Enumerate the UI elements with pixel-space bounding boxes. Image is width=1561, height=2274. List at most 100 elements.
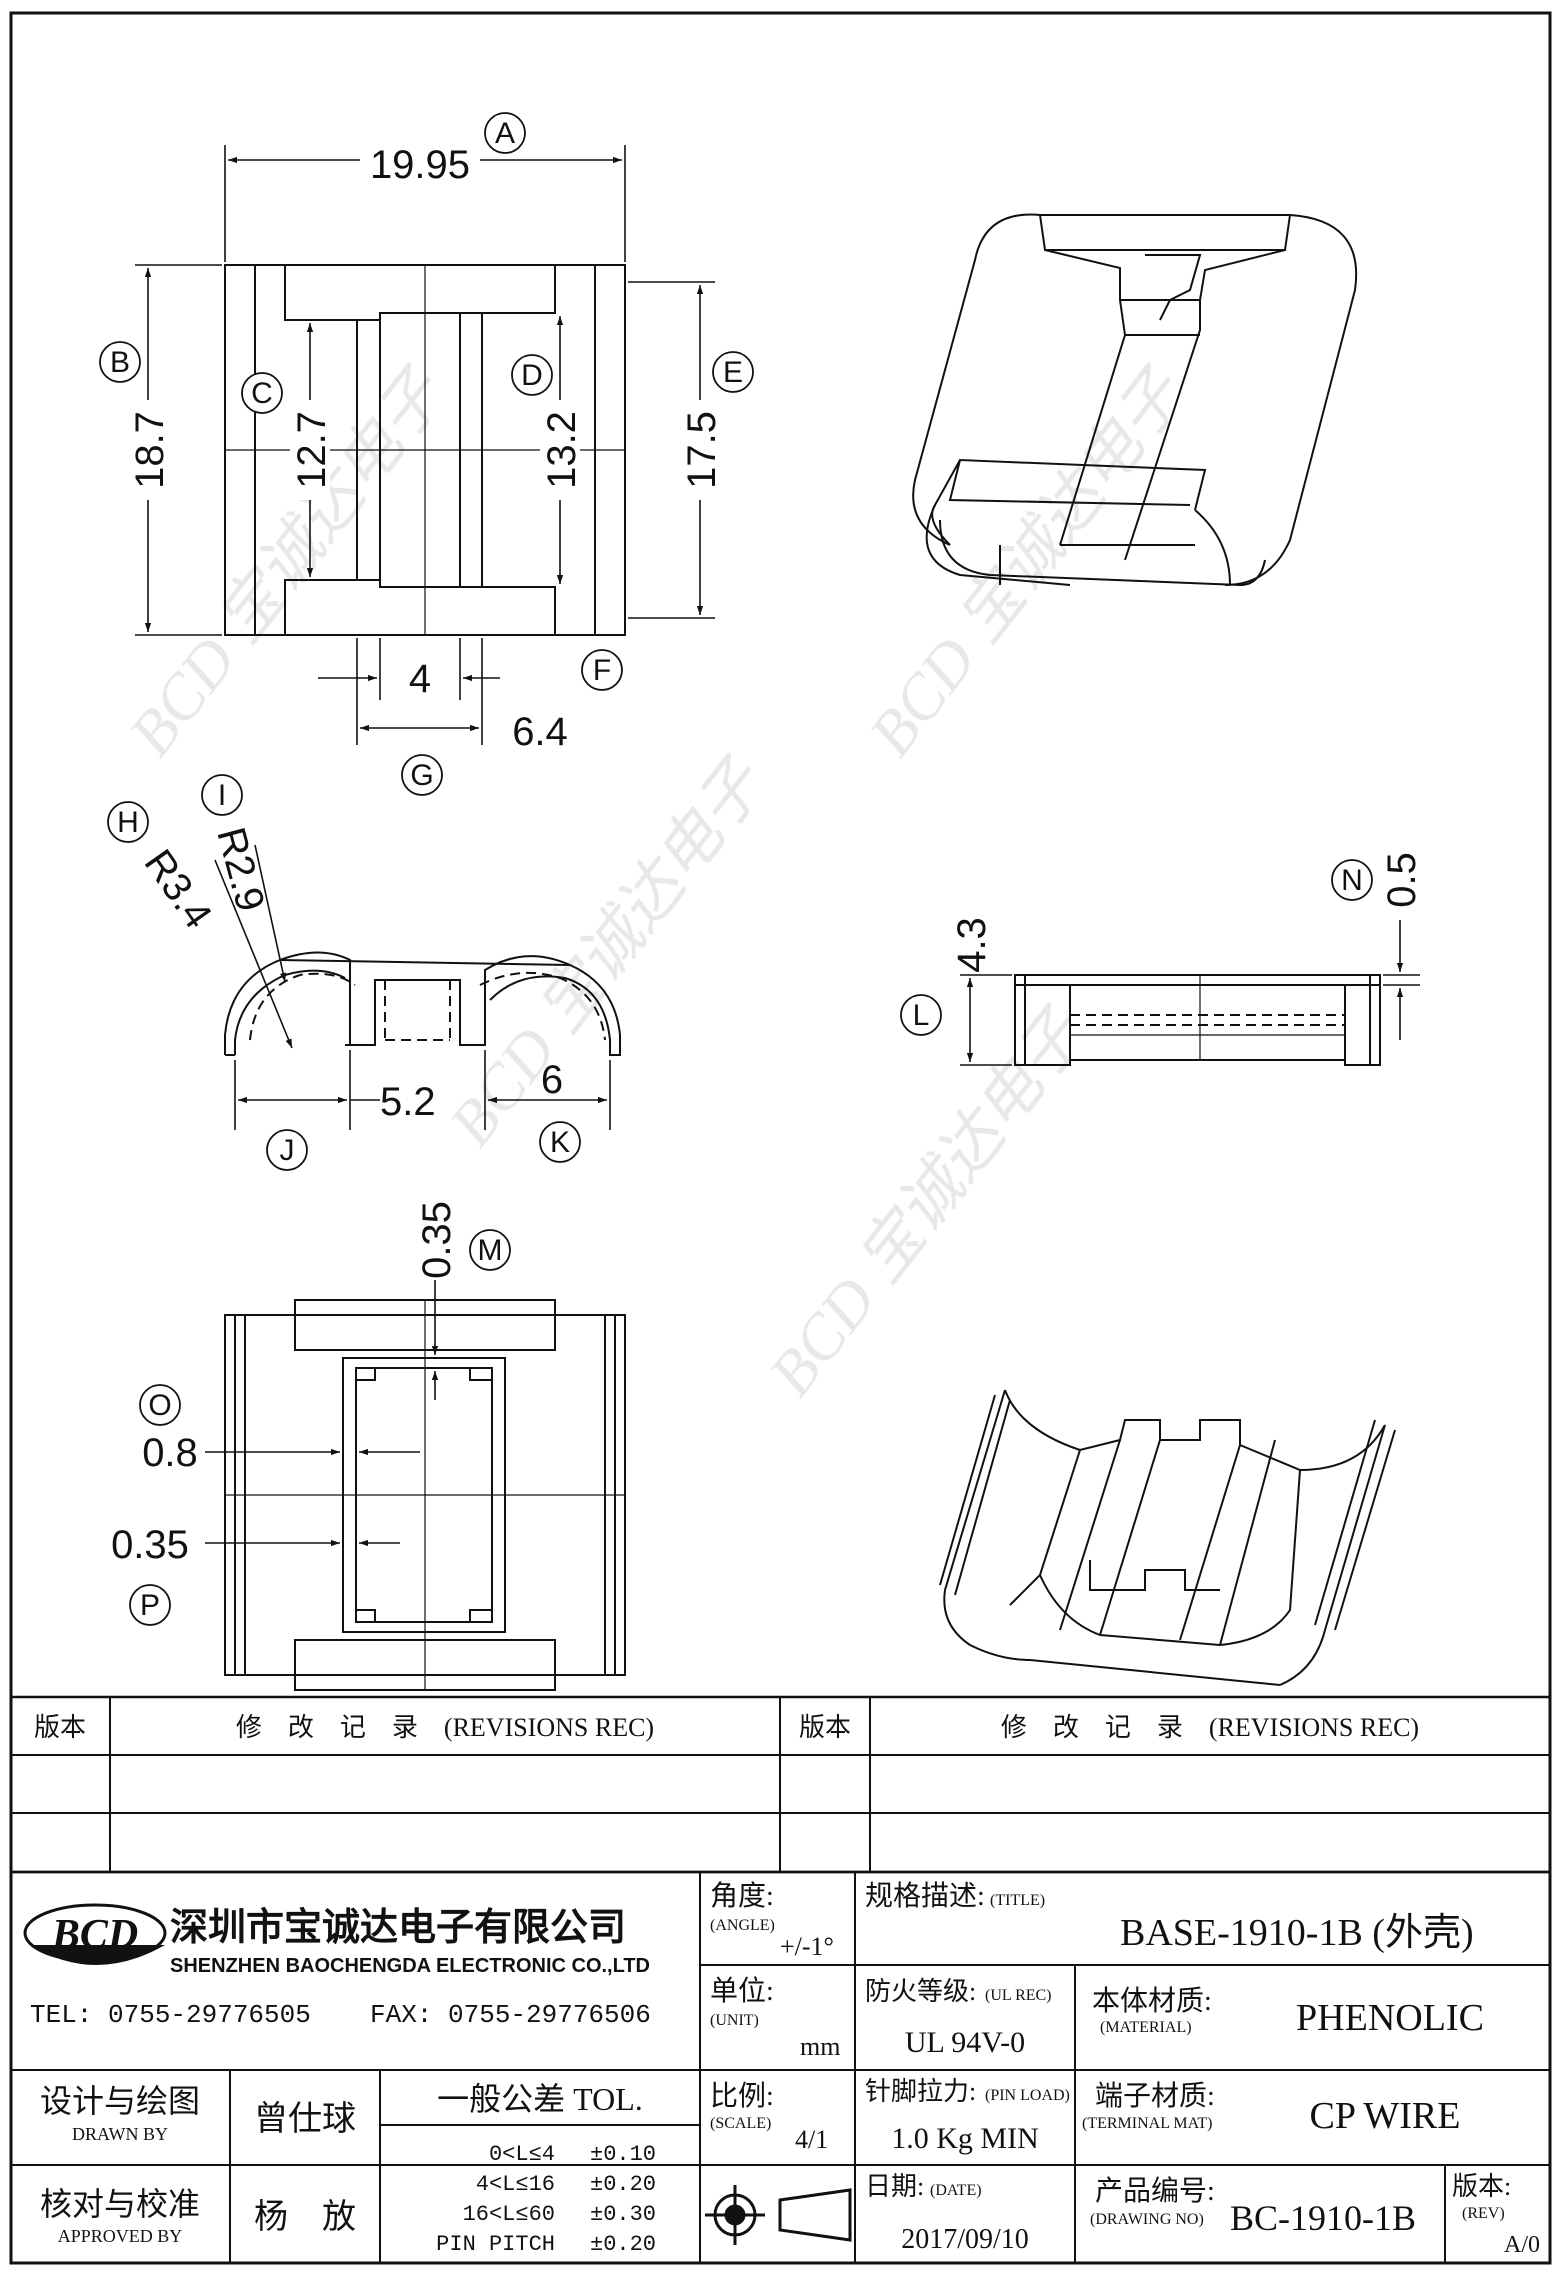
tol-value-4: ±0.20 [590,2232,656,2257]
dim-i-value: R2.9 [208,823,272,916]
company-logo: BCD [23,1903,167,1965]
iso-bottom-right-wall [1279,1419,1396,1686]
material-label-en: (MATERIAL) [1100,2019,1192,2036]
top-view [224,264,626,636]
fire-label-en: (UL REC) [985,1987,1052,2004]
balloon-b: B [110,346,130,379]
company-fax: FAX: 0755-29776506 [370,2000,651,2030]
company-name-cn: 深圳市宝诚达电子有限公司 [170,1907,626,1949]
pin-label: 针脚拉力: [865,2077,976,2106]
scale-label: 比例: [710,2080,774,2112]
top-view-balloons: A B C D E F G [99,112,754,796]
angle-label: 角度: [710,1880,774,1912]
watermark-layer: BCD 宝诚达电子 BCD 宝诚达电子 BCD 宝诚达电子 BCD 宝诚达电子 [115,356,1199,1409]
rev-label-en: (REV) [1462,2205,1505,2222]
fire-value: UL 94V-0 [905,2026,1025,2059]
designer-label: 设计与绘图 [40,2083,200,2119]
tol-range-3: 16<L≤60 [463,2202,555,2227]
terminal-value: CP WIRE [1310,2095,1461,2137]
scale-value: 4/1 [795,2125,828,2154]
rev-col-version-left: 版本 [34,1713,86,1742]
pin-label-en: (PIN LOAD) [985,2087,1070,2104]
iso-view-bottom [939,1389,1396,1686]
dim-h-value: R3.4 [136,842,221,936]
balloon-m: M [478,1234,503,1267]
rev-col-record-left: 修 改 记 录 (REVISIONS REC) [236,1713,654,1742]
side-view [1014,974,1381,1066]
balloon-g: G [410,759,433,792]
dim-f-value: 4 [409,657,431,701]
bottom-view-balloons: M O P [129,1229,511,1626]
designer-label-en: DRAWN BY [72,2124,168,2144]
front-view-balloons: H I J K [107,774,581,1171]
rev-label: 版本: [1452,2172,1511,2201]
tol-range-4: PIN PITCH [436,2232,555,2257]
watermark-4: BCD 宝诚达电子 [435,746,779,1159]
date-label-en: (DATE) [930,2182,982,2199]
projection-symbol [705,2185,852,2245]
title-label-en: (TITLE) [990,1892,1045,1909]
dim-c-value: 12.7 [290,411,334,489]
pin-value: 1.0 Kg MIN [891,2122,1039,2155]
top-view-lower-tab [284,579,556,635]
fire-label: 防火等级: [865,1977,976,2006]
balloon-f: F [593,654,611,687]
tolerance-table: 0<L≤4 ±0.10 4<L≤16 ±0.20 16<L≤60 ±0.30 P… [436,2142,656,2257]
company-tel: TEL: 0755-29776505 [30,2000,311,2030]
title-block-grid [9,1870,1552,2265]
iso-view-top [912,213,1358,587]
tol-value-3: ±0.30 [590,2202,656,2227]
watermark-3: BCD 宝诚达电子 [755,996,1099,1409]
bottom-view-dim-text: 0.35 0.8 0.35 [111,1201,459,1567]
balloon-d: D [521,359,543,392]
watermark-2: BCD 宝诚达电子 [855,356,1199,769]
iso-bottom-left-wall [939,1389,1011,1646]
dim-m-value: 0.35 [415,1201,459,1279]
terminal-label-en: (TERMINAL MAT) [1082,2115,1213,2132]
balloon-c: C [251,377,273,410]
dim-j-value: 5.2 [380,1080,436,1124]
bottom-view-dimensions [205,1280,439,1547]
side-view-balloons: L N [900,859,1373,1036]
rev-col-record-right: 修 改 记 录 (REVISIONS REC) [1001,1713,1419,1742]
rev-col-version-right: 版本 [799,1713,851,1742]
balloon-a: A [495,117,515,150]
unit-label: 单位: [710,1975,774,2007]
terminal-label: 端子材质: [1095,2080,1215,2112]
dim-b-value: 18.7 [128,411,172,489]
company-logo-text: BCD [51,1912,138,1958]
balloon-i: I [218,779,226,812]
balloon-h: H [117,806,139,839]
title-label: 规格描述: [865,1880,985,1912]
drawing-label-en: (DRAWING NO) [1090,2211,1204,2228]
material-value: PHENOLIC [1296,1997,1484,2039]
tol-range-1: 0<L≤4 [489,2142,555,2167]
top-view-dim-text: 19.95 18.7 12.7 13.2 17.5 4 6.4 [128,138,724,754]
tol-value-2: ±0.20 [590,2172,656,2197]
balloon-n: N [1341,864,1363,897]
angle-label-en: (ANGLE) [710,1917,775,1934]
angle-value: +/-1° [780,1932,834,1961]
unit-label-en: (UNIT) [710,2012,759,2029]
revisions-table [9,1695,1552,1874]
balloon-p: P [140,1589,160,1622]
date-value: 2017/09/10 [901,2224,1029,2255]
dim-o-value: 0.8 [142,1431,198,1475]
side-view-dimensions [960,920,1420,1066]
drawing-label: 产品编号: [1095,2175,1215,2207]
scale-label-en: (SCALE) [710,2115,771,2132]
tolerance-title: 一般公差 TOL. [437,2081,643,2117]
tol-range-2: 4<L≤16 [476,2172,555,2197]
dim-k-value: 6 [541,1058,563,1102]
side-view-dim-text: 4.3 0.5 [950,852,1424,973]
drawing-value: BC-1910-1B [1230,2198,1416,2238]
balloon-e: E [723,356,743,389]
date-label: 日期: [865,2172,924,2201]
bottom-view [224,1299,626,1691]
dim-g-value: 6.4 [512,710,568,754]
dim-l-value: 4.3 [950,917,994,973]
unit-value: mm [800,2032,840,2061]
company-block: BCD 深圳市宝诚达电子有限公司 SHENZHEN BAOCHENGDA ELE… [23,1903,651,2030]
balloon-j: J [280,1134,295,1167]
